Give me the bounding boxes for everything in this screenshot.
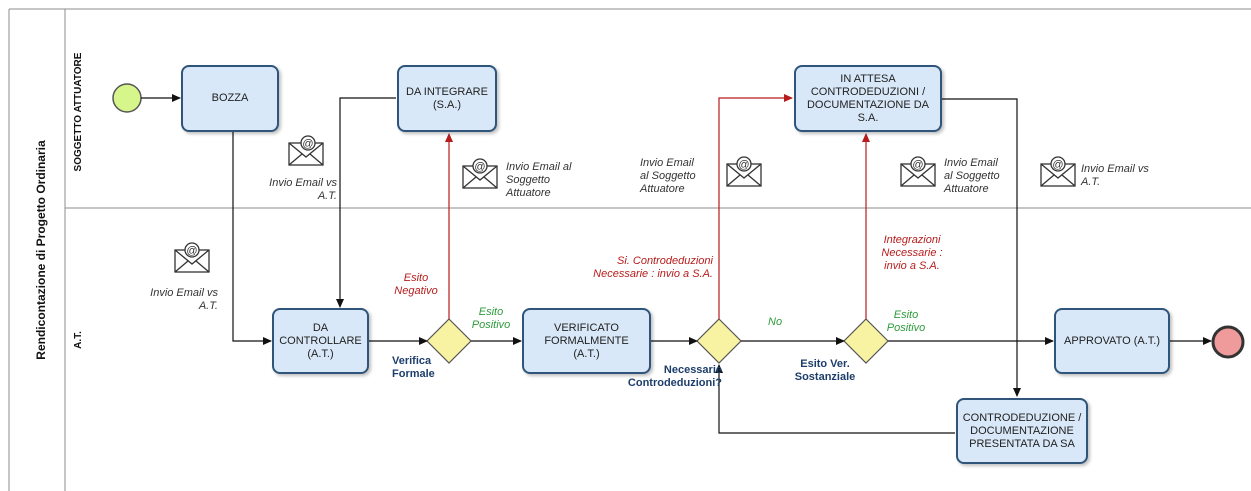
start-event: [112, 83, 142, 113]
task-bozza[interactable]: BOZZA: [181, 65, 279, 132]
flow-label-esito-positivo: Esito Positivo: [886, 309, 926, 334]
gateway-label-verifica-formale: Verifica Formale: [392, 355, 435, 380]
email-icon: @: [726, 156, 762, 187]
email-label: Invio Email vs A.T.: [150, 287, 218, 312]
flow-label-no: No: [768, 316, 783, 328]
svg-text:@: @: [302, 138, 313, 150]
email-label: Invio Email al Soggetto Attuatore: [944, 157, 1000, 195]
email-icon: @: [1040, 156, 1076, 187]
pool-frame: [8, 8, 1251, 491]
lane-label-soggetto-attuatore: SOGGETTO ATTUATORE: [73, 52, 84, 172]
svg-text:@: @: [912, 159, 923, 171]
flow-label-si-controdeduzioni: Si. Controdeduzioni Necessarie : invio a…: [593, 255, 713, 280]
task-in-attesa-controdeduzioni[interactable]: IN ATTESA CONTRODEDUZIONI / DOCUMENTAZIO…: [794, 65, 942, 132]
email-icon: @: [174, 242, 210, 273]
flow-label-esito-negativo: Esito Negativo: [394, 272, 438, 297]
task-approvato[interactable]: APPROVATO (A.T.): [1054, 308, 1170, 374]
task-da-integrare[interactable]: DA INTEGRARE (S.A.): [397, 65, 497, 132]
pool-title: Rendicontazione di Progetto Ordinaria: [34, 140, 48, 360]
email-label: Invio Email al Soggetto Attuatore: [506, 161, 572, 199]
rejection-flows: [445, 94, 870, 319]
task-controdeduzione-presentata[interactable]: CONTRODEDUZIONE / DOCUMENTAZIONE PRESENT…: [956, 398, 1088, 464]
email-icon: @: [462, 158, 498, 189]
svg-text:@: @: [474, 161, 485, 173]
email-icon: @: [900, 156, 936, 187]
gateway-esito-sostanziale: [843, 318, 889, 364]
email-icon: @: [288, 135, 324, 166]
end-event: [1211, 325, 1245, 359]
flow-label-integrazioni: Integrazioni Necessarie : invio a S.A.: [881, 234, 943, 272]
flow-label-esito-positivo: Esito Positivo: [471, 306, 511, 331]
task-verificato-formalmente[interactable]: VERIFICATO FORMALMENTE (A.T.): [522, 308, 651, 374]
svg-text:@: @: [186, 245, 197, 257]
svg-text:@: @: [738, 159, 749, 171]
gateway-verifica-formale: [426, 318, 472, 364]
email-label: Invio Email al Soggetto Attuatore: [640, 157, 696, 195]
gateway-label-esito-sostanziale: Esito Ver. Sostanziale: [794, 358, 856, 383]
email-label: Invio Email vs A.T.: [269, 177, 337, 202]
gateway-label-controdeduzioni: Necessarie Controdeduzioni?: [627, 364, 722, 389]
email-label: Invio Email vs A.T.: [1081, 163, 1149, 188]
svg-text:@: @: [1052, 159, 1063, 171]
lane-label-at: A.T.: [73, 331, 84, 349]
task-da-controllare[interactable]: DA CONTROLLARE (A.T.): [272, 308, 369, 374]
sequence-flows: [141, 94, 1212, 434]
gateway-controdeduzioni: [696, 318, 742, 364]
